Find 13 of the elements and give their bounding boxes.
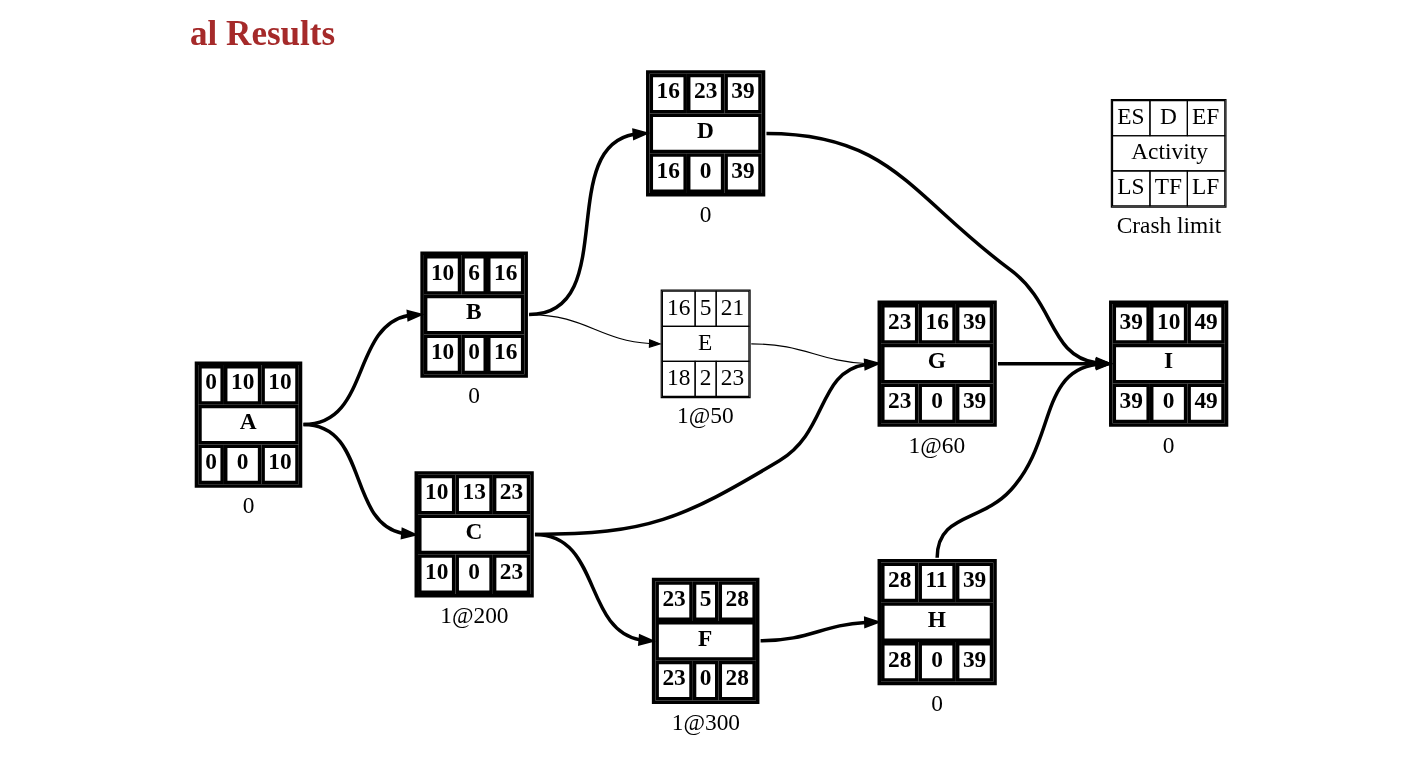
node-label: 0 <box>242 492 254 519</box>
node-label: 1@200 <box>439 602 509 629</box>
diagram-title: al Results <box>189 13 335 53</box>
node-label: 1@60 <box>908 431 965 458</box>
node-label: 0 <box>930 689 943 716</box>
node-label: 1@300 <box>671 708 740 735</box>
node-label: 0 <box>467 382 480 409</box>
node-label: 0 <box>699 201 711 228</box>
node-label: 1@50 <box>676 402 734 429</box>
arrow <box>528 314 662 348</box>
arrow <box>528 128 650 317</box>
node-label: Crash limit <box>1116 211 1221 238</box>
node-label: 0 <box>1162 431 1174 458</box>
